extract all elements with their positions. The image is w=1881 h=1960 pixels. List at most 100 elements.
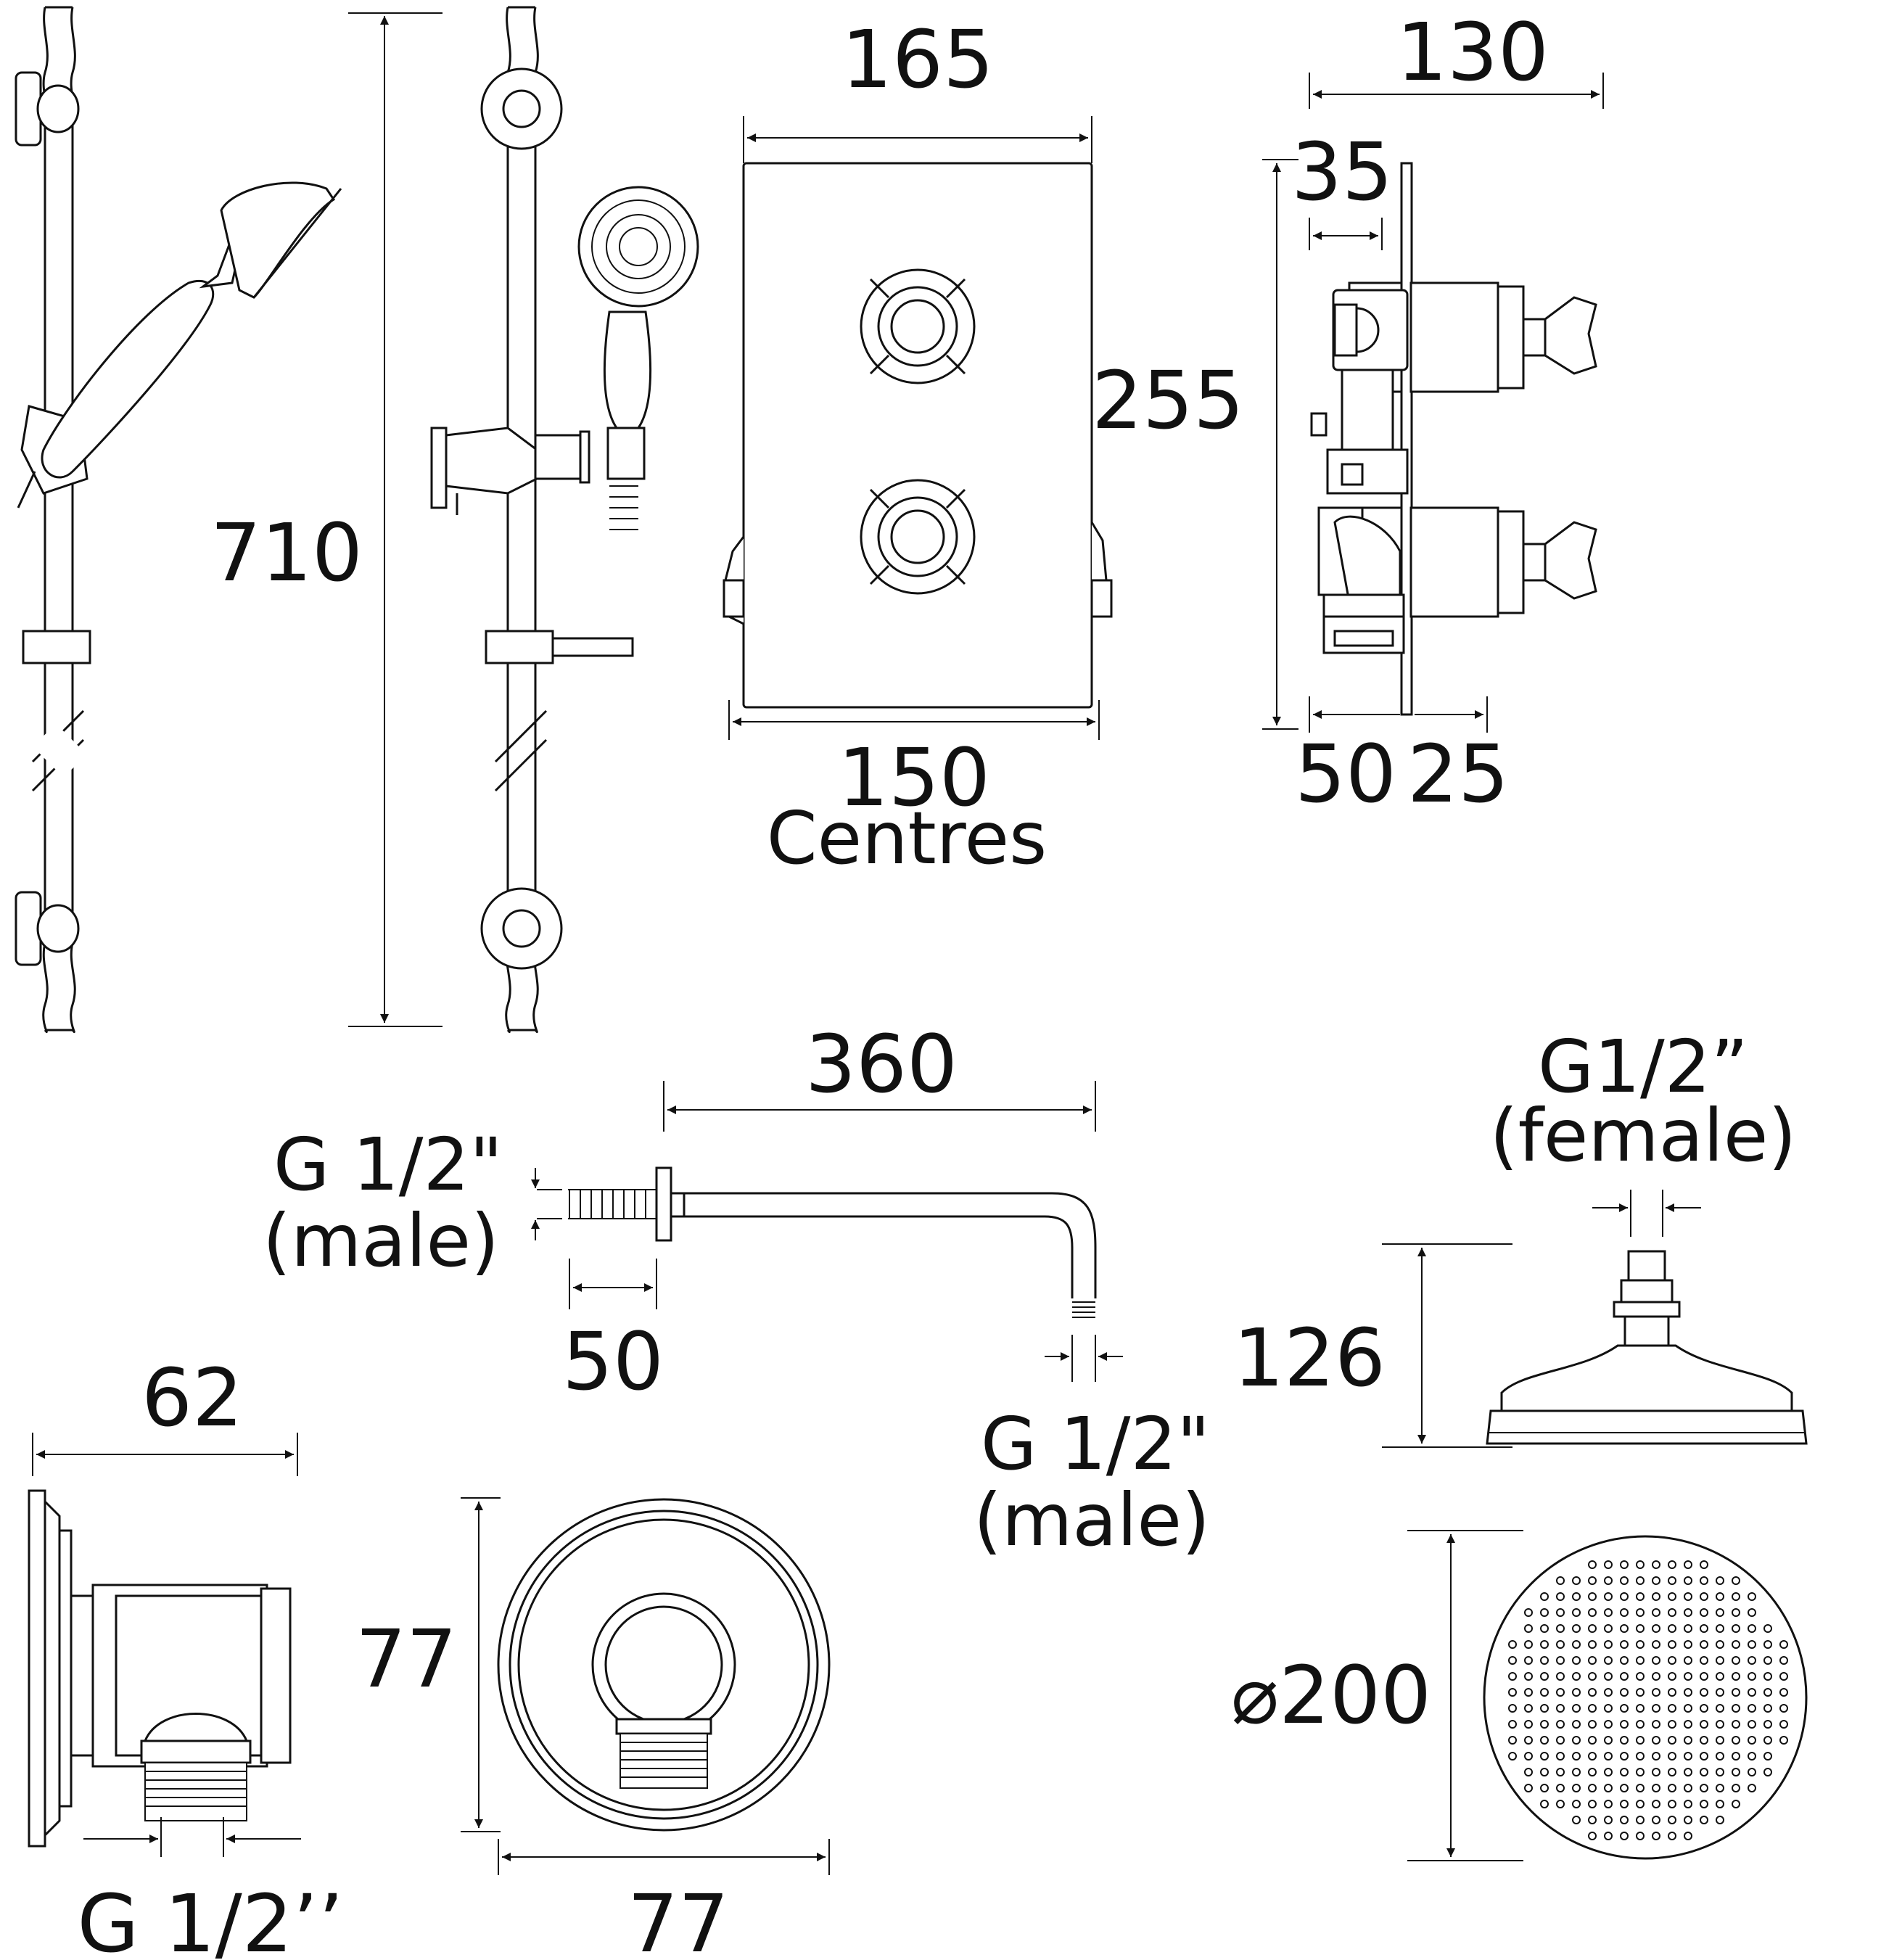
rose-nozzle [1572,1688,1581,1697]
rose-nozzle [1572,1592,1581,1601]
rose-nozzle [1588,1752,1597,1761]
rose-nozzle [1572,1672,1581,1681]
rose-nozzle [1732,1672,1740,1681]
rose-nozzle [1779,1672,1788,1681]
rose-nozzle [1556,1720,1565,1729]
rose-nozzle [1684,1720,1692,1729]
rose-nozzle [1684,1784,1692,1792]
rose-nozzle [1620,1672,1629,1681]
rose-nozzle [1668,1752,1676,1761]
elbow-width-label: 77 [627,1877,729,1960]
rose-nozzle [1588,1640,1597,1649]
rose-nozzle [1636,1752,1645,1761]
rose-nozzle [1716,1640,1724,1649]
rose-nozzle [1604,1576,1613,1585]
lower-valve-handle [860,479,976,595]
rose-nozzle [1652,1752,1660,1761]
rose-nozzle [1732,1720,1740,1729]
rose-nozzle [1716,1624,1724,1633]
rose-nozzle [1700,1784,1708,1792]
rose-nozzle [1588,1592,1597,1601]
rose-nozzle [1556,1688,1565,1697]
rose-nozzle [1604,1800,1613,1808]
rose-nozzles [1508,1560,1788,1840]
rose-nozzle [1748,1752,1756,1761]
rose-nozzle [1636,1800,1645,1808]
rose-nozzle [1732,1656,1740,1665]
rose-nozzle [1636,1720,1645,1729]
rose-nozzle [1763,1640,1772,1649]
wall-elbow-side-view: 62 G 1/2’’ [28,1351,344,1960]
rose-nozzle [1700,1640,1708,1649]
rose-nozzle [1636,1784,1645,1792]
rose-nozzle [1604,1784,1613,1792]
rose-nozzle [1684,1560,1692,1569]
rose-nozzle [1556,1784,1565,1792]
rose-nozzle [1620,1592,1629,1601]
rose-nozzle [1732,1800,1740,1808]
rose-nozzle [1604,1736,1613,1745]
rose-nozzle [1684,1608,1692,1617]
rose-nozzle [1508,1640,1517,1649]
rose-nozzle [1763,1736,1772,1745]
rose-nozzle [1556,1768,1565,1776]
elbow-depth-label: 62 [141,1351,243,1444]
rose-nozzle [1508,1672,1517,1681]
valve-spindle-label: 25 [1407,728,1509,820]
rose-nozzle [1684,1800,1692,1808]
rose-nozzle [1748,1608,1756,1617]
rose-nozzle [1636,1768,1645,1776]
rose-nozzle [1572,1704,1581,1713]
riser-rail-side-view [15,6,342,1033]
rose-nozzle [1779,1736,1788,1745]
rose-nozzle [1588,1816,1597,1824]
rose-nozzle [1732,1640,1740,1649]
wall-elbow-front-view: 77 77 [355,1497,831,1960]
rose-nozzle [1668,1640,1676,1649]
rose-nozzle [1572,1736,1581,1745]
rose-nozzle [1620,1560,1629,1569]
rose-nozzle [1620,1656,1629,1665]
rose-nozzle [1716,1656,1724,1665]
rose-nozzle [1716,1592,1724,1601]
rose-nozzle [1604,1656,1613,1665]
rose-nozzle [1620,1640,1629,1649]
rose-nozzle [1668,1784,1676,1792]
valve-offset-label: 35 [1291,125,1393,218]
rose-nozzle [1652,1672,1660,1681]
rose-nozzle [1508,1752,1517,1761]
rose-nozzle [1604,1560,1613,1569]
rose-nozzle [1540,1592,1549,1601]
rose-nozzle [1620,1784,1629,1792]
rose-nozzle [1732,1624,1740,1633]
rose-nozzle [1652,1768,1660,1776]
rose-nozzle [1700,1624,1708,1633]
valve-side-view: 130 35 50 25 [1262,6,1604,820]
arm-inlet-thread-label: G 1/2" [273,1122,503,1207]
rose-nozzle [1636,1656,1645,1665]
rose-nozzle [1620,1624,1629,1633]
rose-nozzle [1588,1688,1597,1697]
rose-nozzle [1700,1800,1708,1808]
rose-nozzle [1732,1704,1740,1713]
rose-nozzle [1700,1816,1708,1824]
rose-nozzle [1588,1656,1597,1665]
shower-rose-side-view: G1/2” (female) 126 [1233,1024,1808,1448]
rose-nozzle [1668,1720,1676,1729]
rose-nozzle [1556,1592,1565,1601]
upper-valve-handle [860,268,976,384]
rose-nozzle [1556,1672,1565,1681]
rose-nozzle [1636,1576,1645,1585]
rose-nozzle [1652,1624,1660,1633]
rose-nozzle [1668,1592,1676,1601]
rose-nozzle [1620,1768,1629,1776]
rose-nozzle [1572,1720,1581,1729]
rose-nozzle [1668,1800,1676,1808]
rose-nozzle [1604,1640,1613,1649]
rose-nozzle [1572,1784,1581,1792]
rose-nozzle [1684,1640,1692,1649]
rose-nozzle [1524,1656,1533,1665]
rose-nozzle [1700,1560,1708,1569]
rose-nozzle [1572,1624,1581,1633]
rose-nozzle [1684,1576,1692,1585]
